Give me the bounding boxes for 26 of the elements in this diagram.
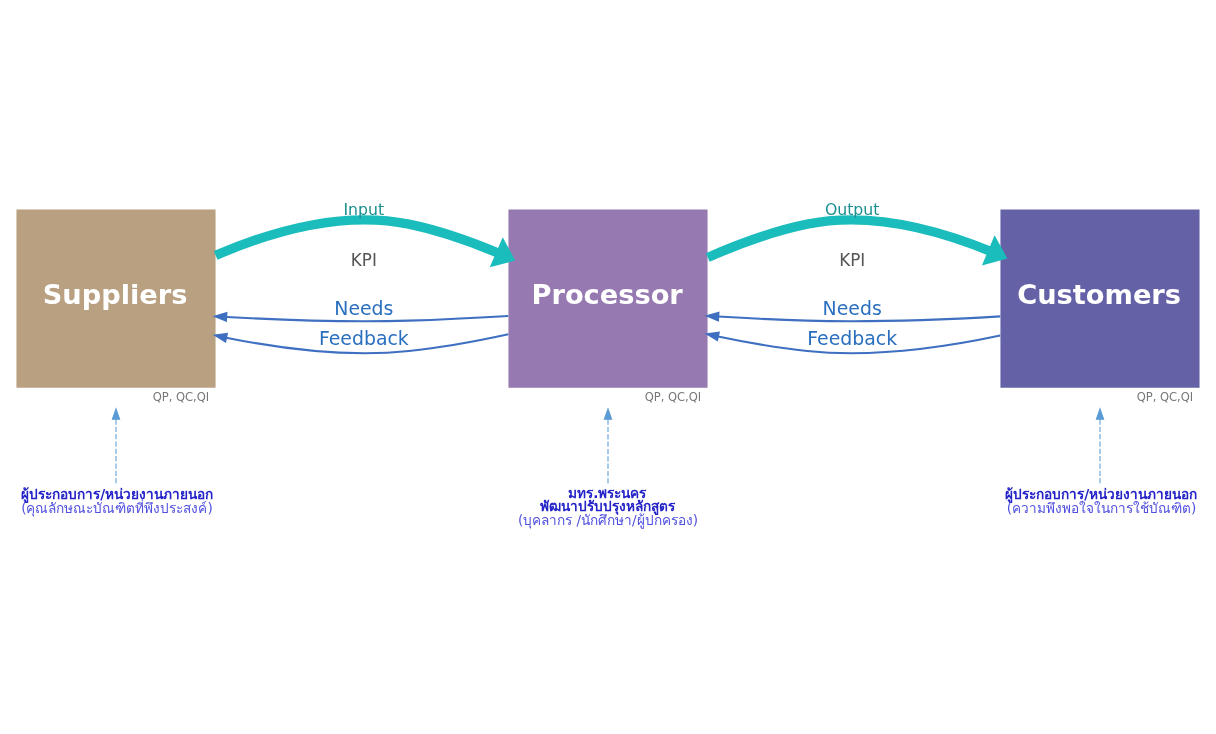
- arrow: [1095, 406, 1105, 485]
- node-box: Suppliers: [16, 209, 216, 388]
- node-text: ผู้ประกอบการ/หน่วยงานภายนอก (คุณลักษณะบัณฑิตที่พึงประสงค์): [21, 485, 214, 516]
- node-label: QP, QC,QI: [644, 389, 702, 404]
- arrow: [213, 214, 516, 267]
- edge-label: Feedback: [807, 326, 898, 349]
- edge-label: Needs: [334, 296, 394, 319]
- node-box: Customers: [1000, 209, 1200, 388]
- arrow: [705, 214, 1008, 265]
- node-text: ผู้ประกอบการ/หน่วยงานภายนอก (ความพึงพอใจในการใช้บัณฑิต): [1005, 485, 1198, 516]
- edge-label: Output: [824, 199, 880, 219]
- arrow: [603, 406, 613, 484]
- node-label: QP, QC,QI: [152, 389, 210, 404]
- edge-label: Needs: [822, 296, 882, 319]
- node-text: มทร.พระนคร พัฒนาปรับปรุงหลักสูตร (บุคลากร /นักศึกษา/ผู้ปกครอง): [517, 484, 698, 528]
- arrow: [704, 331, 1001, 354]
- node-box: Processor: [508, 209, 708, 388]
- arrow: [212, 311, 509, 322]
- arrow: [111, 406, 121, 485]
- node-label: QP, QC,QI: [1136, 389, 1194, 404]
- edge-label: Feedback: [318, 326, 409, 349]
- edge-label: Input: [343, 199, 385, 219]
- arrow: [704, 311, 1001, 322]
- arrow: [212, 332, 509, 354]
- label: KPI: [839, 249, 866, 270]
- label: KPI: [350, 249, 377, 270]
